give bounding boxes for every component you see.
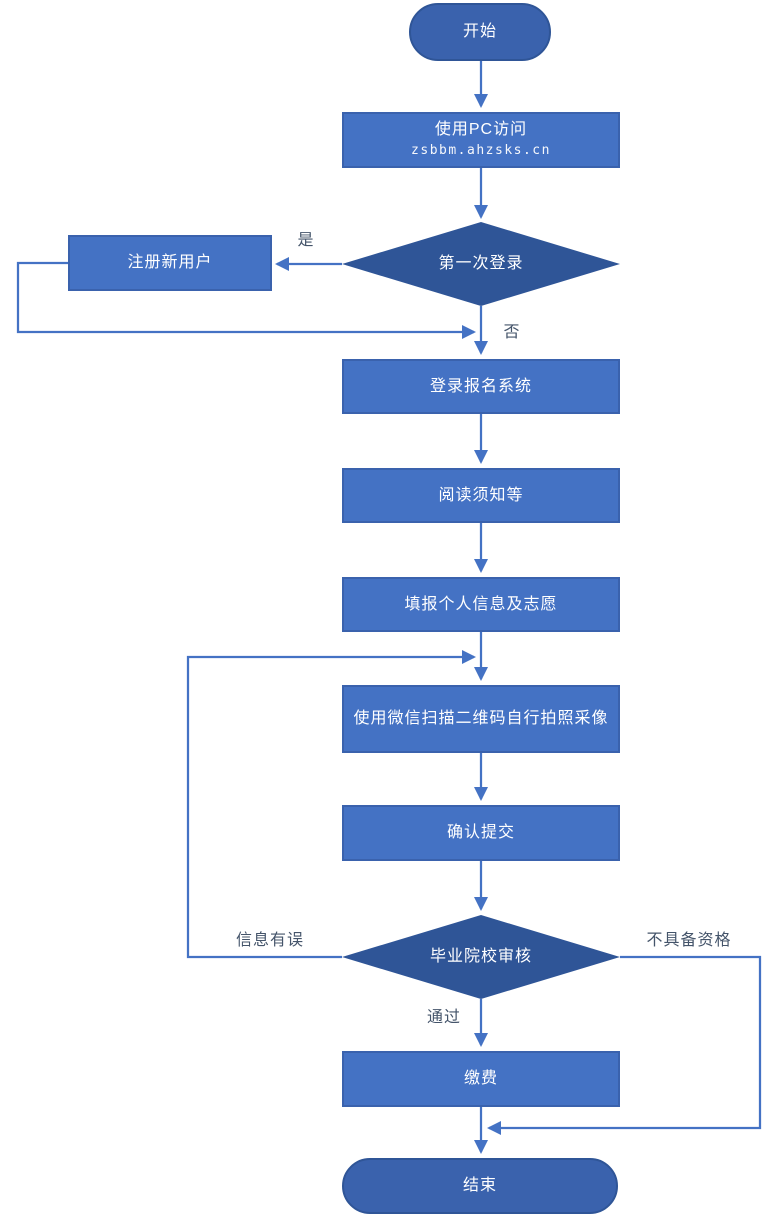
edge-label-not-qualified: 不具备资格 bbox=[646, 932, 732, 949]
edge-label-yes: 是 bbox=[297, 232, 315, 249]
edge-label-info-error: 信息有误 bbox=[235, 932, 304, 949]
node-label: 第一次登录 bbox=[438, 255, 524, 272]
node-pc-access: 使用PC访问 zsbbm.ahzsks.cn bbox=[342, 112, 620, 168]
node-label: 登录报名系统 bbox=[429, 377, 532, 395]
node-label: 缴费 bbox=[463, 1070, 498, 1087]
node-pay: 缴费 bbox=[342, 1051, 620, 1107]
node-label: 毕业院校审核 bbox=[429, 948, 532, 965]
node-label: 注册新用户 bbox=[127, 254, 213, 271]
connector-review-not-qualified-to-end bbox=[487, 955, 762, 1135]
edge-label-no: 否 bbox=[503, 324, 521, 341]
node-label: 使用微信扫描二维码自行拍照采像 bbox=[353, 710, 609, 727]
node-label: 开始 bbox=[462, 23, 497, 40]
node-label: 结束 bbox=[462, 1177, 497, 1194]
edge-label-pass: 通过 bbox=[426, 1009, 461, 1026]
node-login: 登录报名系统 bbox=[342, 359, 620, 414]
connector-register-loop-back bbox=[16, 261, 476, 339]
node-wechat-photo: 使用微信扫描二维码自行拍照采像 bbox=[342, 685, 620, 753]
node-label: 确认提交 bbox=[446, 824, 515, 841]
node-label: 填报个人信息及志愿 bbox=[404, 595, 558, 613]
connector-review-info-error-loop bbox=[186, 650, 476, 959]
node-register: 注册新用户 bbox=[68, 235, 272, 291]
node-label: 阅读须知等 bbox=[438, 486, 524, 504]
node-start: 开始 bbox=[409, 3, 551, 61]
node-confirm-submit: 确认提交 bbox=[342, 805, 620, 861]
node-url-text: zsbbm.ahzsks.cn bbox=[411, 143, 551, 159]
node-label: 使用PC访问 bbox=[434, 121, 528, 139]
node-end: 结束 bbox=[342, 1158, 618, 1214]
node-read-notice: 阅读须知等 bbox=[342, 468, 620, 523]
node-fill-info: 填报个人信息及志愿 bbox=[342, 577, 620, 632]
